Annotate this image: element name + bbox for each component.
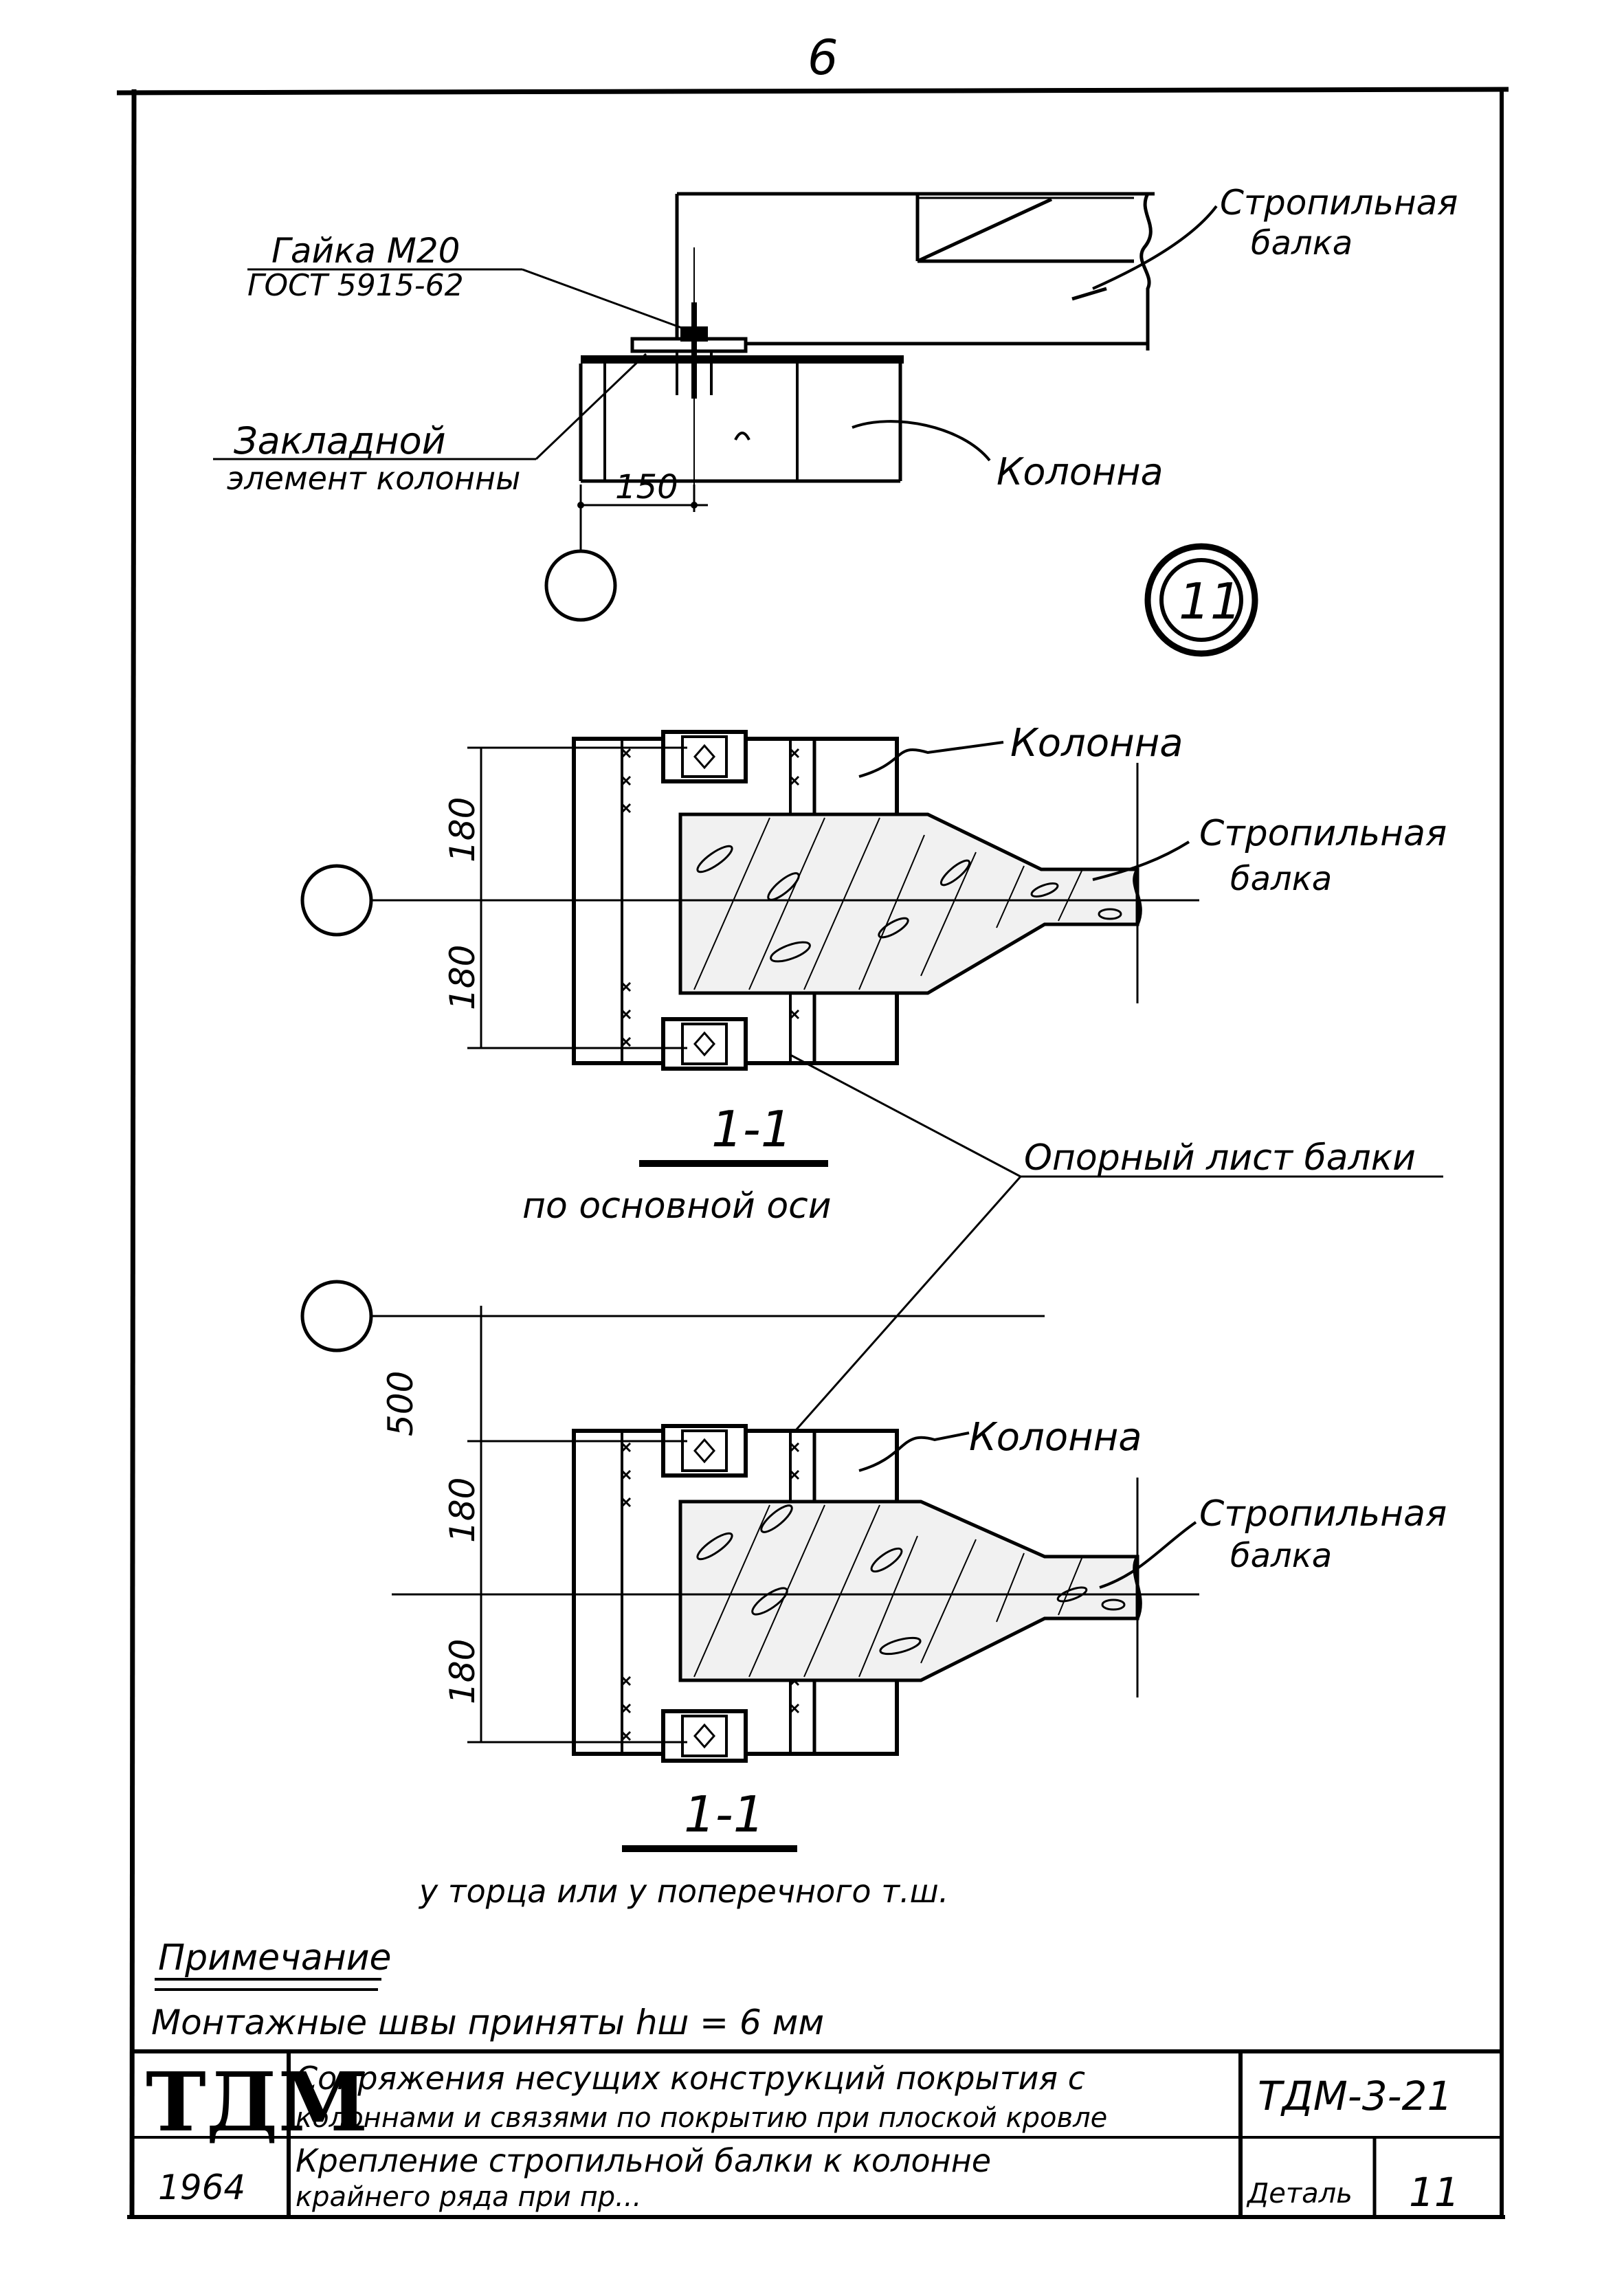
axis-marker [300,1280,373,1352]
dim-lower-a: 180 [443,945,482,1010]
embed-label-1: Закладной [234,419,446,463]
section-b-subtitle: у торца или у поперечного т.ш. [418,1873,948,1910]
svg-text:11: 11 [1179,572,1242,630]
section-main-axis: 180 180 Колонна Стропильная балка 1-1 по… [300,721,1447,1227]
column-label-a: Колонна [1010,721,1183,766]
detail-number: 11 [1409,2169,1460,2216]
year: 1964 [158,2168,245,2207]
tdm-logo: ТДМ [146,2054,368,2150]
note-text: Монтажные швы приняты hш = 6 мм [151,2003,824,2042]
detail-line-1: Крепление стропильной балки к колонне [296,2142,991,2179]
column-label-b: Колонна [969,1415,1142,1460]
dimension-150: 150 [615,468,678,506]
support-plate-callout: Опорный лист балки [789,1054,1443,1437]
axis-marker [544,549,617,622]
section-a-title: 1-1 [711,1100,792,1158]
dim-lower-b: 180 [443,1639,482,1704]
dim-upper-a: 180 [443,797,482,862]
beam-label-top-1: Стропильная [1220,183,1458,223]
column-elevation [579,355,904,483]
nut-label: Гайка М20 [271,231,460,271]
note-heading: Примечание [158,1937,392,1979]
title-line-1: Сопряжения несущих конструкций покрытия … [296,2060,1085,2097]
dim-upper-b: 180 [443,1478,482,1543]
detail-mark: 11 [1144,543,1258,657]
beam-label-b-2: балка [1230,1537,1332,1575]
nut-standard: ГОСТ 5915-62 [247,268,464,303]
support-plate-label: Опорный лист балки [1024,1137,1416,1179]
beam-elevation [675,192,1155,350]
beam-label-b-1: Стропильная [1199,1493,1447,1535]
drawing-code: ТДМ-3-21 [1258,2073,1452,2119]
elevation-view: Гайка М20 ГОСТ 5915-62 Закладной элемент… [213,183,1458,657]
section-end: 500 180 180 Колонна Стропильная балка 1-… [300,1280,1447,1910]
detail-label: Деталь [1246,2178,1353,2209]
title-line-2: колоннами и связями по покрытию при плос… [296,2102,1107,2134]
note-block: Примечание Монтажные швы приняты hш = 6 … [151,1937,824,2042]
beam-label-a-1: Стропильная [1199,813,1447,854]
beam-label-top-2: балка [1251,224,1353,263]
anchor-bolt [630,247,748,495]
dim-total-b: 500 [381,1371,421,1436]
column-label-top: Колонна [997,450,1164,493]
embed-label-2: элемент колонны [227,460,520,497]
page-number: 6 [808,30,838,86]
axis-marker [300,864,373,937]
section-a-subtitle: по основной оси [522,1185,832,1227]
detail-line-2: крайнего ряда при пр... [296,2181,641,2213]
title-block: ТДМ 1964 Сопряжения несущих конструкций … [132,2049,1502,2217]
section-b-title: 1-1 [684,1785,765,1843]
beam-label-a-2: балка [1230,860,1332,898]
weld-marks [621,1442,800,1741]
sheet-frame [116,87,1509,2219]
